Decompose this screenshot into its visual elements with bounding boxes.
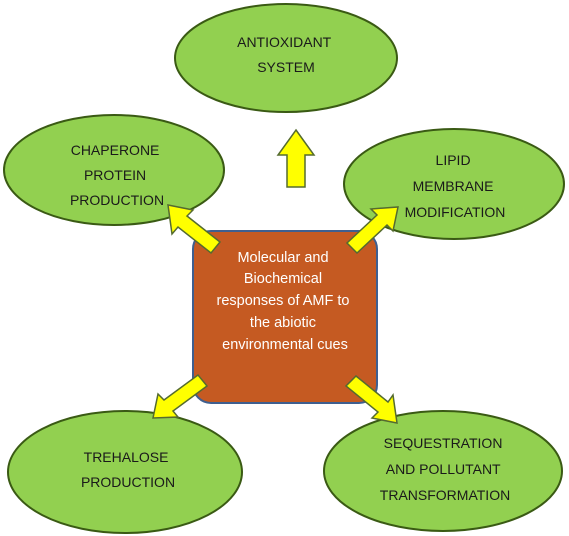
center-line-1: Molecular and [237, 250, 328, 266]
node-lipid-label: LIPID MEMBRANE MODIFICATION [405, 152, 506, 220]
node-sequestration-line-1: SEQUESTRATION [384, 435, 503, 451]
node-chaperone-line-1: CHAPERONE [71, 142, 160, 158]
arrow-up-shape [276, 128, 316, 188]
node-lipid-line-1: LIPID [436, 152, 471, 168]
arrow-up-left-icon [167, 204, 222, 255]
center-line-2: Biochemical [244, 271, 322, 287]
center-line-3: responses of AMF to [216, 293, 349, 309]
node-trehalose-line-1: TREHALOSE [84, 449, 169, 465]
node-lipid-line-2: MEMBRANE [413, 178, 494, 194]
arrow-up-right-icon [345, 206, 399, 255]
node-antioxidant-line-1: ANTIOXIDANT [237, 34, 332, 50]
node-trehalose-production: TREHALOSE PRODUCTION [7, 410, 243, 534]
node-lipid-line-3: MODIFICATION [405, 204, 506, 220]
center-box: Molecular and Biochemical responses of A… [192, 230, 378, 404]
node-chaperone-protein-production: CHAPERONE PROTEIN PRODUCTION [3, 114, 225, 226]
node-antioxidant-label: ANTIOXIDANT SYSTEM [237, 34, 335, 75]
node-sequestration-ellipse [323, 410, 563, 532]
node-chaperone-ellipse [3, 114, 225, 226]
arrow-down-left-icon [152, 373, 209, 419]
node-chaperone-line-2: PROTEIN [84, 167, 146, 183]
arrow-down-left-shape [152, 373, 209, 419]
node-lipid-membrane-modification: LIPID MEMBRANE MODIFICATION [343, 128, 565, 240]
node-trehalose-label: TREHALOSE PRODUCTION [81, 449, 175, 490]
node-trehalose-ellipse [7, 410, 243, 534]
node-sequestration-pollutant-transformation: SEQUESTRATION AND POLLUTANT TRANSFORMATI… [323, 410, 563, 532]
center-rect [192, 230, 378, 404]
arrow-down-right-icon [344, 374, 398, 424]
node-sequestration-line-2: AND POLLUTANT [386, 461, 501, 477]
arrow-up-right-shape [345, 206, 399, 255]
arrow-up-icon [276, 128, 316, 188]
center-line-4: the abiotic [250, 315, 316, 331]
node-antioxidant-ellipse [174, 3, 398, 113]
node-sequestration-line-3: TRANSFORMATION [380, 487, 510, 503]
node-chaperone-label: CHAPERONE PROTEIN PRODUCTION [70, 142, 164, 208]
center-line-5: environmental cues [222, 337, 348, 353]
node-antioxidant-system: ANTIOXIDANT SYSTEM [174, 3, 398, 113]
node-antioxidant-line-2: SYSTEM [257, 59, 315, 75]
center-label: Molecular and Biochemical responses of A… [216, 250, 353, 353]
node-chaperone-line-3: PRODUCTION [70, 192, 164, 208]
arrow-up-left-shape [167, 204, 222, 255]
node-sequestration-label: SEQUESTRATION AND POLLUTANT TRANSFORMATI… [380, 435, 510, 503]
node-trehalose-line-2: PRODUCTION [81, 474, 175, 490]
arrow-down-right-shape [344, 374, 398, 424]
node-lipid-ellipse [343, 128, 565, 240]
